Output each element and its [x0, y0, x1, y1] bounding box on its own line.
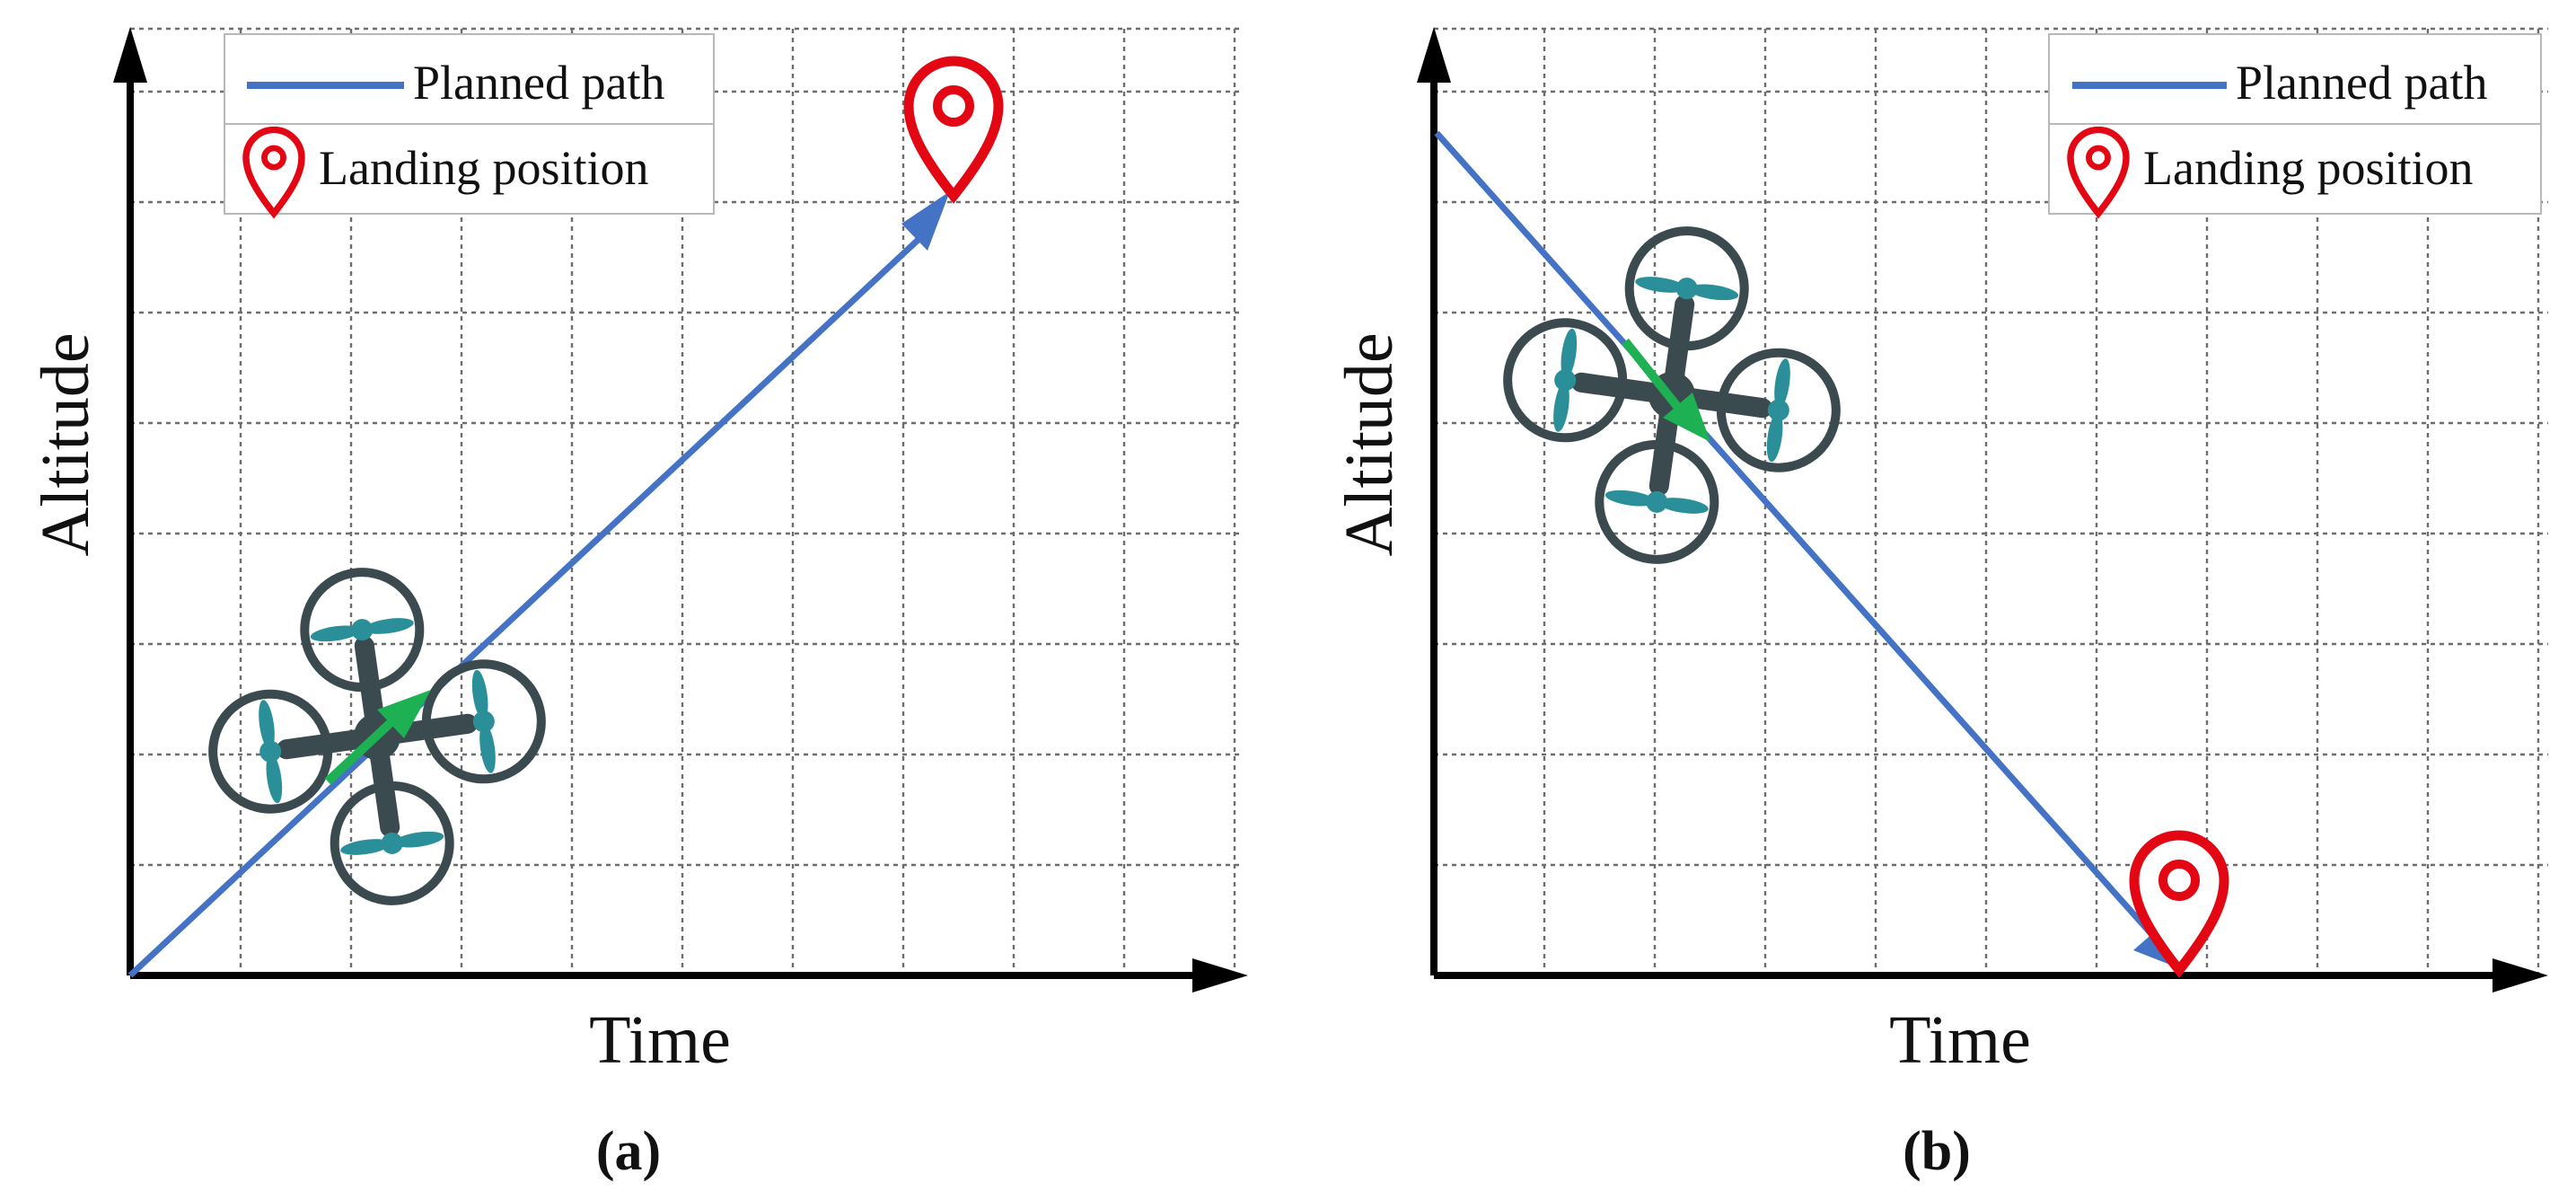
rotor-guard	[421, 659, 546, 784]
rotor-guard	[330, 781, 454, 905]
propeller-hub	[1675, 278, 1698, 300]
panel-a-legend: Planned path Landing position	[224, 33, 715, 219]
panel-b: Planned path Landing position Altitude T…	[1332, 27, 2548, 1182]
panel-a-axes	[113, 27, 1248, 993]
panel-b-y-label: Altitude	[1332, 332, 1407, 556]
panel-b-grid	[1434, 27, 2548, 975]
legend-pin-icon	[2067, 126, 2130, 219]
rotor-guard	[1716, 348, 1841, 472]
rotor-guard	[1595, 439, 1719, 564]
propeller-blade	[1561, 328, 1578, 379]
legend-landing-label: Landing position	[2143, 141, 2473, 195]
propeller-blade	[1635, 277, 1685, 293]
rotor-guard	[208, 689, 333, 814]
propeller-blade	[393, 831, 444, 848]
propeller-hub	[472, 710, 495, 733]
legend-pin-icon	[242, 126, 305, 219]
direction-arrow-icon	[1622, 338, 1710, 442]
propeller-blade	[1658, 498, 1709, 514]
legend-path-label: Planned path	[2236, 56, 2487, 110]
propeller-blade	[1605, 490, 1656, 507]
propeller-blade	[259, 700, 275, 750]
propeller-blade	[364, 618, 414, 634]
direction-arrow-icon	[324, 690, 431, 785]
panel-b-planned-path	[1434, 130, 2179, 968]
panel-a-planned-path	[127, 191, 950, 978]
propeller-blade	[1774, 358, 1790, 409]
rotor-guard	[1503, 318, 1628, 443]
propeller-hub	[381, 832, 403, 854]
location-pin-icon	[903, 56, 1004, 204]
panel-a: Planned path Landing position Altitude T…	[28, 27, 1248, 1182]
legend-path-label: Planned path	[413, 56, 664, 110]
panel-b-x-label: Time	[1889, 1002, 2031, 1078]
propeller-blade	[340, 839, 391, 855]
propeller-hub	[1554, 369, 1577, 392]
propeller-hub	[1646, 490, 1668, 513]
propeller-hub	[351, 619, 374, 641]
legend-landing-label: Landing position	[319, 141, 648, 195]
propeller-blade	[266, 753, 283, 804]
panel-a-x-label: Time	[589, 1002, 731, 1078]
propeller-blade	[310, 625, 361, 642]
panel-b-axes	[1417, 27, 2548, 993]
propeller-blade	[1553, 382, 1569, 432]
panel-a-y-label: Altitude	[28, 332, 103, 556]
location-pin-icon	[2129, 830, 2229, 978]
propeller-blade	[479, 723, 496, 773]
propeller-blade	[471, 669, 488, 720]
rotor-guard	[1624, 226, 1749, 351]
propeller-blade	[1688, 284, 1739, 301]
drone-icon	[208, 568, 546, 905]
panel-a-caption: (a)	[596, 1121, 661, 1182]
panel-b-legend: Planned path Landing position	[2048, 33, 2542, 219]
panel-b-caption: (b)	[1903, 1121, 1971, 1182]
propeller-hub	[259, 740, 282, 763]
propeller-hub	[1767, 399, 1789, 421]
propeller-blade	[1766, 411, 1783, 463]
rotor-guard	[300, 568, 425, 693]
